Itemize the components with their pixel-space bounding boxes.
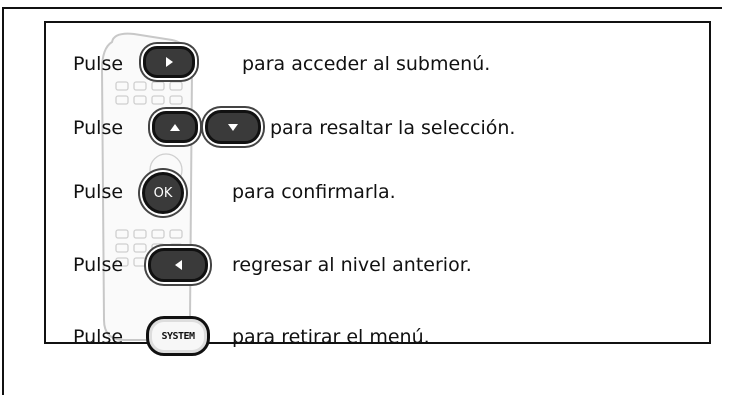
row-2-label: Pulse bbox=[73, 117, 124, 139]
arrow-down-icon bbox=[228, 123, 238, 131]
up-arrow-button[interactable] bbox=[152, 111, 198, 143]
ok-button-label: OK bbox=[153, 185, 173, 201]
right-arrow-button[interactable] bbox=[143, 46, 195, 78]
arrow-up-icon bbox=[170, 123, 180, 131]
row-5-text: para retirar el menú. bbox=[232, 326, 430, 348]
row-4-text: regresar al nivel anterior. bbox=[232, 254, 472, 276]
row-1-label: Pulse bbox=[73, 53, 124, 75]
ok-button[interactable]: OK bbox=[142, 172, 184, 214]
system-button-label: SYSTEM bbox=[161, 330, 195, 342]
arrow-right-icon bbox=[165, 57, 173, 67]
left-arrow-button[interactable] bbox=[148, 248, 208, 282]
page-frame bbox=[2, 7, 722, 395]
row-1-text: para acceder al submenú. bbox=[242, 53, 491, 75]
row-3-text: para confirmarla. bbox=[232, 181, 396, 203]
row-2-text: para resaltar la selección. bbox=[270, 117, 516, 139]
row-5-label: Pulse bbox=[73, 326, 124, 348]
row-3-label: Pulse bbox=[73, 181, 124, 203]
system-button[interactable]: SYSTEM bbox=[146, 316, 210, 356]
row-4-label: Pulse bbox=[73, 254, 124, 276]
down-arrow-button[interactable] bbox=[205, 110, 261, 144]
arrow-left-icon bbox=[174, 260, 182, 270]
